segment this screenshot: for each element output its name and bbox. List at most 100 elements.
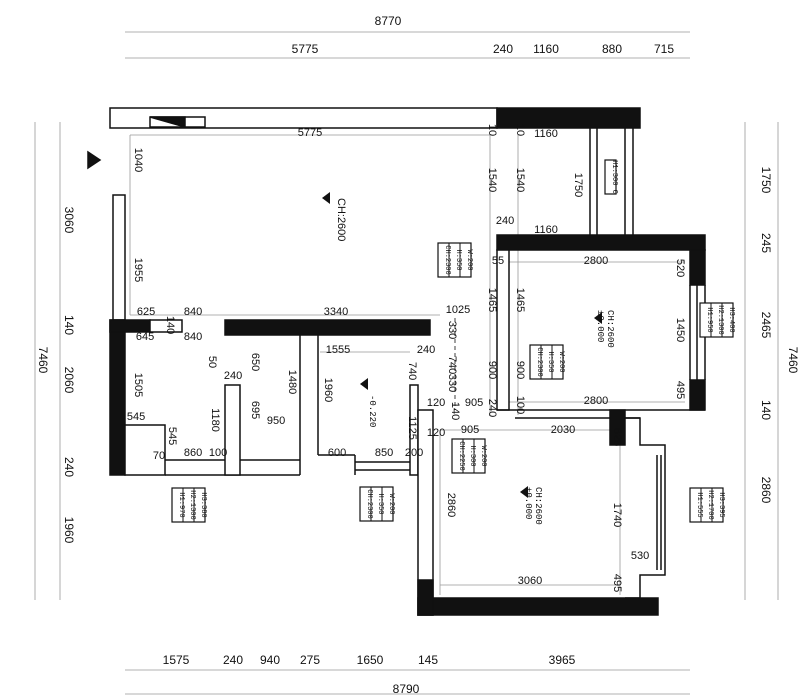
bedroom-lower-level: ±0.000 [523,487,533,519]
dimension-label: 145 [418,653,438,667]
dimension-label: 7460 [36,347,50,374]
dimension-label: 1465 [514,288,526,312]
dimension-label: 2030 [551,424,575,436]
dimension-label: 2800 [584,255,608,267]
dimension-lines [34,31,779,695]
window-tag-line: W:200 [387,493,395,514]
dimension-label: 715 [654,42,674,56]
dimension-label: 740 [406,362,418,380]
dimension-label: 1540 [514,168,526,192]
dimension-label: 1960 [62,517,76,544]
window-tag-line: CH:2300 [443,245,451,274]
dimension-label: 850 [375,447,393,459]
window-tag-line: H2:1700 [706,490,714,519]
window-tags: H1:300 CH3:400H2:1300H1:950H3:395H2:1700… [171,159,735,523]
dimension-label: 625 [611,428,623,446]
window-tag-line: H2:1300 [188,490,196,519]
dimension-label: 140 [449,402,461,420]
dimension-label: 1160 [534,224,558,236]
dimension-label: 545 [166,427,178,445]
dimension-label: 2800 [584,395,608,407]
dimension-label: 905 [461,424,479,436]
dimension-label: 1505 [132,373,144,397]
dimension-label: 900 [486,361,498,379]
bedroom-upper-level: ±0.000 [595,310,605,342]
dimension-label: 600 [328,447,346,459]
bedroom-upper-ceiling: CH:2600 [605,310,615,348]
window-tag-line: H3:400 [727,307,735,332]
dimension-label: 50 [206,356,218,368]
dimension-label: 880 [602,42,622,56]
dimension-label: 545 [127,411,145,423]
dimension-label: 3060 [62,207,76,234]
level-marker-icon [322,192,330,204]
dimension-label: 530 [631,550,649,562]
window-tag-line: H2:1300 [716,305,724,334]
bedroom-lower-ceiling: CH:2600 [533,487,543,525]
dimension-label: 1750 [572,173,584,197]
dimension-label: 905 [465,397,483,409]
dimension-label: 940 [260,653,280,667]
dimension-label: 5775 [292,42,319,56]
dimension-label: 1040 [132,148,144,172]
dimension-label: 140 [759,400,773,420]
window-tag-line: H1:555 [695,492,703,517]
dimension-label: 245 [759,233,773,253]
room-labels: CH:2600 CH:2600 ±0.000 CH:2600 ±0.000 -0… [322,192,615,525]
dimension-label: 1465 [486,288,498,312]
dimension-label: 625 [137,306,155,318]
window-tag-line: W:200 [465,249,473,270]
dimension-label: 3060 [518,575,542,587]
dimension-label: 330 [446,321,458,339]
dimension-label: 3965 [549,653,576,667]
window-tag-line: H:300 [468,445,476,466]
dimension-label: 7460 [786,347,800,374]
dimension-label: 10 [486,124,498,136]
level-marker-icon [360,378,368,390]
level-marker-icon [594,312,602,324]
window-tag-line: CH:2250 [457,441,465,470]
dimension-label: 1750 [759,167,773,194]
dimension-label: 860 [184,447,202,459]
dimension-label: 240 [417,344,435,356]
window-tag-line: H:350 [546,351,554,372]
dimension-label: 100 [209,447,227,459]
dimension-label: 240 [223,653,243,667]
dimension-label: 10 [514,124,526,136]
dimension-label: 840 [184,331,202,343]
dimension-label: 1540 [486,168,498,192]
dimension-label: 2465 [759,312,773,339]
dimension-label: 1125 [406,416,418,440]
dimension-label: 55 [492,255,504,267]
window-tag-line: H3:380 [199,492,207,517]
dimension-label: 70 [153,450,165,462]
window-tag-line: H1:970 [177,492,185,517]
dimension-label: 900 [514,361,526,379]
dimension-label: 1555 [326,344,350,356]
dimension-label: 1955 [132,258,144,282]
dimension-label: 2860 [759,477,773,504]
dimension-label: 1160 [534,128,558,140]
level-marker-icon [520,486,528,498]
dimension-label: 1480 [286,370,298,394]
window-tag-line: W:200 [557,351,565,372]
dimension-label: 240 [486,399,498,417]
dimension-label: 240 [496,215,514,227]
window-tag-line: H1:950 [705,307,713,332]
dimension-label: 1025 [446,304,470,316]
dimension-label: 950 [267,415,285,427]
living-room-label: CH:2600 [335,198,347,241]
window-tag-line: H3:395 [717,492,725,517]
dimension-label: 2860 [445,493,457,517]
window-tag-line: CH:2300 [365,489,373,518]
kitchen-level-label: -0.220 [367,395,377,427]
dimension-label: 1575 [163,653,190,667]
dimension-label: 1740 [611,503,623,527]
dimension-label: 8770 [375,14,402,28]
entrance-arrow-icon [87,150,102,170]
